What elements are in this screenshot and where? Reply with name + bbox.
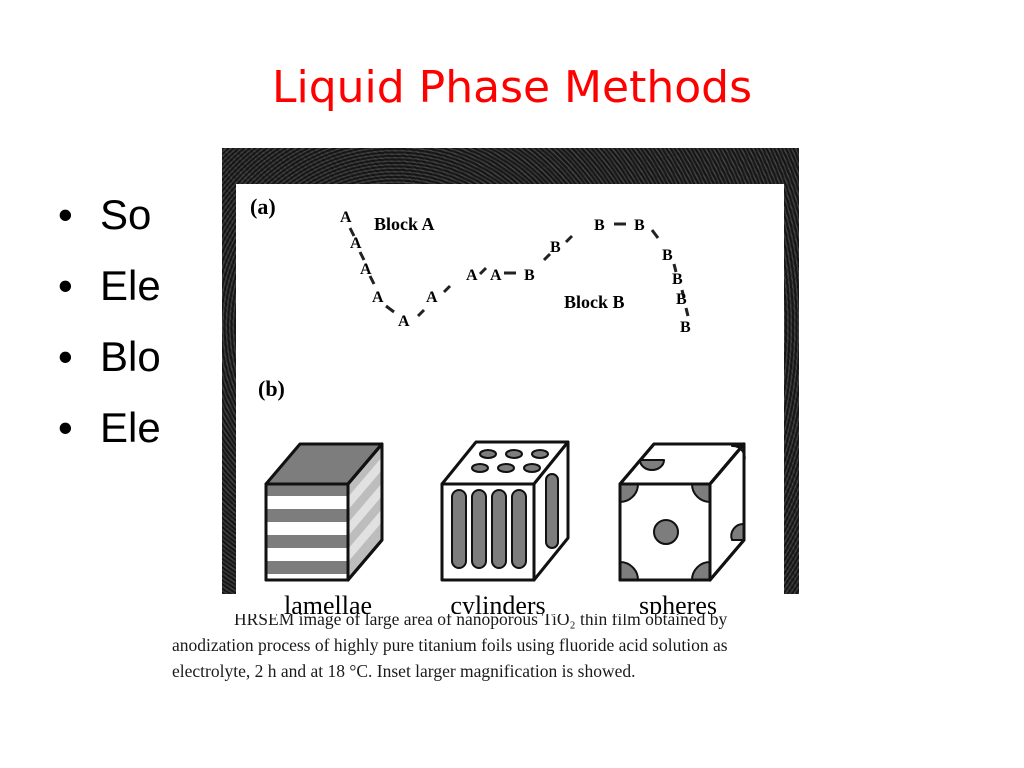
block-copolymer-figure: (a) (b) Block A Block B A A A [236,184,784,624]
bullet-text: Ele [100,404,161,451]
panel-a-label: (a) [250,194,276,219]
cylinders-cube-icon [440,440,570,582]
monomer-b: B [550,239,561,256]
bullet-icon: • [58,333,73,380]
block-a-monomers: A A A A A A A A [340,209,502,330]
block-a-label: Block A [374,214,435,234]
slide-title: Liquid Phase Methods [271,62,752,113]
monomer-b: B [662,247,673,264]
monomer-b: B [680,319,691,336]
bullet-list: • So • Ele • Blo • Ele [58,186,161,470]
monomer-a: A [426,289,438,306]
monomer-a: A [340,209,352,226]
block-b-label: Block B [564,292,625,312]
bullet-text: So [100,191,152,238]
polymer-chain [348,222,690,318]
monomer-a: A [360,261,372,278]
bullet-item: • Ele [58,399,161,470]
block-b-monomers: B B B B B B B B [524,217,691,336]
monomer-b: B [524,267,535,284]
bullet-icon: • [58,404,73,451]
bullet-item: • Blo [58,328,161,399]
caption-line: anodization process of highly pure titan… [172,635,728,655]
bullet-icon: • [58,191,73,238]
bullet-text: Ele [100,262,161,309]
monomer-a: A [398,313,410,330]
spheres-cube-icon [618,442,746,582]
monomer-a: A [490,267,502,284]
copolymer-diagram: (a) (b) Block A Block B A A A [250,194,746,620]
caption-line: HRSEM image of large area of nanoporous … [234,614,728,629]
bullet-item: • Ele [58,257,161,328]
monomer-b: B [676,291,687,308]
monomer-a: A [466,267,478,284]
lamellae-cube-icon [264,442,384,582]
monomer-a: A [350,235,362,252]
bullet-text: Blo [100,333,161,380]
monomer-a: A [372,289,384,306]
figure-caption: HRSEM image of large area of nanoporous … [168,614,858,698]
monomer-b: B [634,217,645,234]
caption-line: electrolyte, 2 h and at 18 °C. Inset lar… [172,661,636,681]
monomer-b: B [594,217,605,234]
bullet-item: • So [58,186,161,257]
monomer-b: B [672,271,683,288]
bullet-icon: • [58,262,73,309]
panel-b-label: (b) [258,376,285,401]
